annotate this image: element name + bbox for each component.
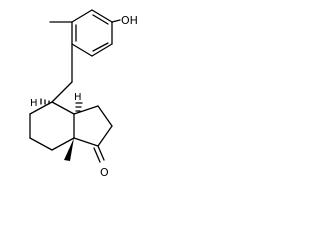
chemical-structure: OH O H H xyxy=(29,9,138,179)
ketone-oxygen-label: O xyxy=(100,166,109,179)
c2-c1-bond xyxy=(97,125,113,147)
ring-double-bond-2 xyxy=(92,42,109,52)
c3a-hashed-bond xyxy=(75,102,83,112)
hydroxyl-bond xyxy=(111,19,121,23)
ring-bond-5 xyxy=(71,43,93,57)
carbonyl-bond-2 xyxy=(93,147,101,163)
c1-c7a-bond xyxy=(73,137,99,147)
ring-bond-2 xyxy=(91,9,113,23)
c4-hydrogen-label: H xyxy=(30,98,38,109)
c4-hashed-bond xyxy=(40,98,50,105)
hydroxyl-label: OH xyxy=(121,14,138,27)
c4-c5-bond xyxy=(29,101,53,115)
ring-bond-1 xyxy=(71,9,93,23)
ring-double-bond-1 xyxy=(92,14,109,25)
angular-methyl-wedge xyxy=(64,138,74,161)
c6-c7-bond xyxy=(29,137,53,151)
cyclopentanone-ring xyxy=(73,105,113,147)
c3-c2-bond xyxy=(97,105,113,127)
aromatic-ring xyxy=(71,9,113,57)
linker-bond-2 xyxy=(51,81,73,103)
c7-c7a-bond xyxy=(51,137,75,151)
c3a-c3-bond xyxy=(73,105,99,115)
cyclohexane-ring xyxy=(29,101,75,151)
c3a-c4-bond xyxy=(51,101,75,115)
ring-bond-4 xyxy=(91,43,113,57)
c3a-hydrogen-label: H xyxy=(74,92,82,103)
carbonyl-bond-1 xyxy=(97,145,105,161)
